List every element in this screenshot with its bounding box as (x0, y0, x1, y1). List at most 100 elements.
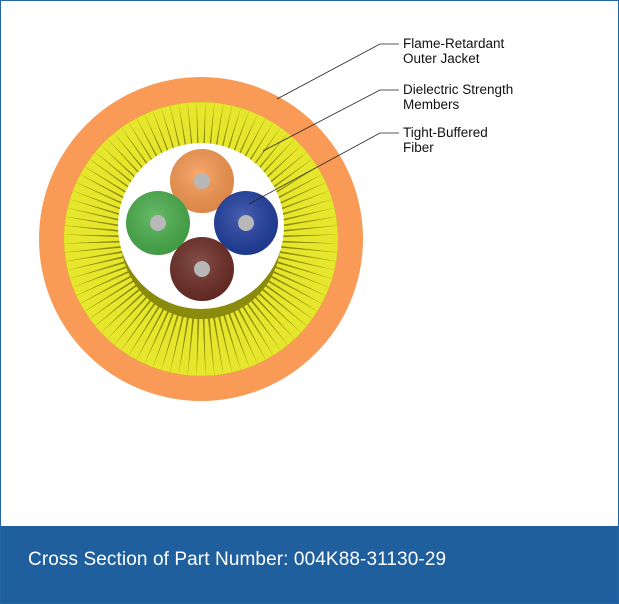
yarn-strand (67, 258, 125, 279)
yarn-strand (280, 216, 338, 231)
yarn-strand (220, 315, 241, 373)
yarn-strand (152, 314, 177, 371)
yarn-strand (136, 309, 168, 364)
leader-line-jacket (276, 43, 399, 100)
yarn-strand (128, 118, 163, 171)
yarn-strand (280, 242, 338, 253)
yarn-strand (67, 199, 125, 220)
yarn-strand (107, 297, 150, 345)
label-jacket: Flame-Retardant Outer Jacket (403, 36, 508, 66)
yarn-strand (76, 272, 131, 304)
yarn-strand (204, 318, 215, 376)
strength-members (64, 102, 338, 376)
yarn-strand (276, 263, 333, 288)
fiber-core (238, 215, 254, 231)
yarn-strand (89, 152, 139, 192)
yarn-strand (279, 252, 337, 271)
leader-line-fiber (248, 132, 399, 205)
yarn-strand (72, 268, 128, 296)
yarn-strand (271, 174, 326, 206)
yarn-strand (121, 122, 159, 174)
yarn-strand (80, 277, 133, 312)
yarn-strand (128, 307, 163, 360)
yarn-strand (225, 314, 250, 371)
label-strength-members: Dielectric Strength Members (403, 82, 517, 112)
yarn-strand (239, 307, 274, 360)
yarn-strand (72, 182, 128, 210)
yarn-strand (64, 242, 122, 253)
yarn-strand (256, 294, 301, 339)
yarn-strand (263, 286, 313, 326)
yarn-strand (214, 317, 233, 375)
yarn-strand (196, 318, 206, 376)
yarn-strand (239, 118, 274, 171)
yarn-strand (280, 225, 338, 236)
yarn-strand (209, 318, 224, 376)
yarn-strand (259, 145, 307, 188)
yarn-strand (271, 272, 326, 304)
yarn-strand (65, 207, 123, 226)
yarn-strand (256, 139, 301, 184)
yarn-strand (269, 277, 322, 312)
yarn-strand (187, 318, 198, 376)
yarn-strand (280, 247, 338, 262)
fiber-core (150, 215, 166, 231)
fiber-green (126, 191, 190, 255)
yarn-strand (144, 312, 172, 368)
yarn-strand (266, 281, 318, 319)
fiber-core (194, 173, 210, 189)
yarn-strand (107, 133, 150, 181)
fiber-orange (170, 149, 234, 213)
yarn-strand (259, 290, 307, 333)
yarn-strand (234, 309, 266, 364)
yarn-strand (266, 159, 318, 197)
yarn-strand (269, 166, 322, 201)
yarn-strand (64, 247, 122, 262)
yarn-strand (114, 127, 154, 177)
yarn-strand (178, 318, 193, 376)
yarn-strand (101, 139, 146, 184)
yarn-strand (64, 216, 122, 231)
caption-text: Cross Section of Part Number: 004K88-311… (28, 549, 447, 570)
yarn-strand (69, 263, 126, 288)
yarn-strand (101, 294, 146, 339)
yarn-strand (121, 304, 159, 356)
yarn-strand (80, 166, 133, 201)
yarn-strand (277, 199, 335, 220)
yarn-strand (243, 304, 281, 356)
yarn-strand (65, 252, 123, 271)
yarn-strand (84, 281, 136, 319)
yarn-strand (161, 315, 182, 373)
yarn-strand (248, 301, 288, 351)
yarn-strand (279, 207, 337, 226)
yarn-strand (274, 268, 330, 296)
yarn-strand (64, 234, 122, 244)
yarn-strand (95, 145, 143, 188)
yarn-strand (248, 127, 288, 177)
fiber-core (194, 261, 210, 277)
label-tight-buffered-fiber: Tight-Buffered Fiber (403, 125, 492, 155)
yarn-strand (277, 258, 335, 279)
caption-bar: Cross Section of Part Number: 004K88-311… (1, 526, 618, 603)
core-tube (118, 143, 284, 309)
yarn-strand (280, 234, 338, 244)
fiber-blue (214, 191, 278, 255)
yarn-strand (84, 159, 136, 197)
cable-cross-section-diagram: Flame-Retardant Outer Jacket Dielectric … (39, 36, 517, 401)
yarn-strand (69, 190, 126, 215)
yarn-strand (276, 190, 333, 215)
yarn-strand (95, 290, 143, 333)
yarn-strand (230, 312, 258, 368)
yarn-strand (169, 317, 188, 375)
leader-line-strength (262, 89, 399, 152)
yarn-strand (76, 174, 131, 206)
yarn-strand (89, 286, 139, 326)
yarn-strand (252, 133, 295, 181)
yarn-strand (64, 225, 122, 236)
fiber-brown (170, 237, 234, 301)
yarn-strand (114, 301, 154, 351)
yarn-strand (252, 297, 295, 345)
yarn-strand (243, 122, 281, 174)
yarn-strand (263, 152, 313, 192)
